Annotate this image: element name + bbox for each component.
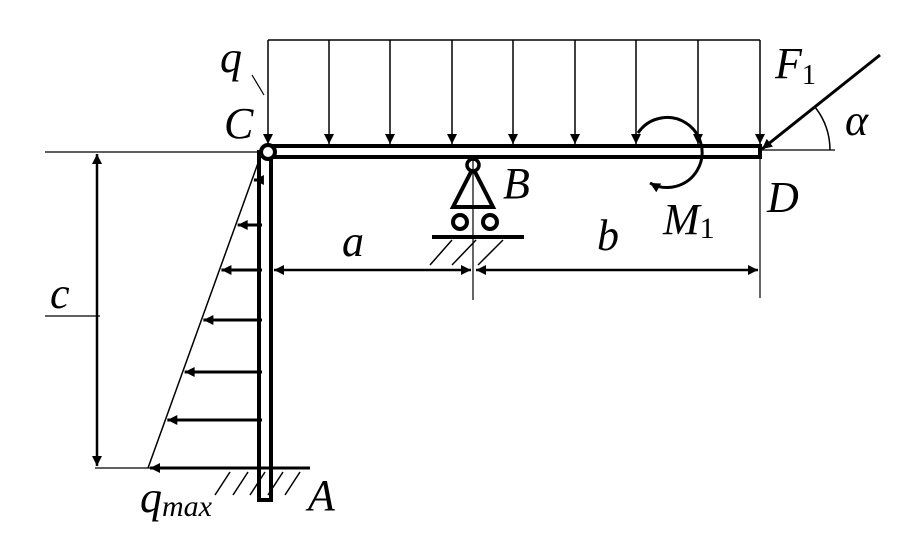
label-b-point: B <box>503 159 530 208</box>
label-a-point: A <box>305 471 336 520</box>
distributed-load-q <box>263 39 765 144</box>
fixed-support-a <box>160 466 310 496</box>
label-q: q <box>220 33 242 82</box>
label-f1: F1 <box>774 39 816 91</box>
triangular-load <box>147 151 264 473</box>
label-c-point: C <box>224 99 254 148</box>
vertical-column <box>257 150 273 502</box>
label-qmax: qmax <box>140 473 213 523</box>
roller-support-b <box>429 157 524 300</box>
label-d-point: D <box>766 173 799 222</box>
label-m1: M1 <box>662 195 715 245</box>
label-b-dim: b <box>597 211 619 260</box>
label-alpha: α <box>845 96 869 145</box>
label-a-dim: a <box>342 217 364 266</box>
dimension-lines <box>45 74 761 469</box>
hinge-c <box>259 143 277 161</box>
moment-m1 <box>636 115 704 193</box>
force-f1 <box>760 53 881 151</box>
horizontal-beam <box>264 144 762 159</box>
label-c-dim: c <box>50 269 70 318</box>
